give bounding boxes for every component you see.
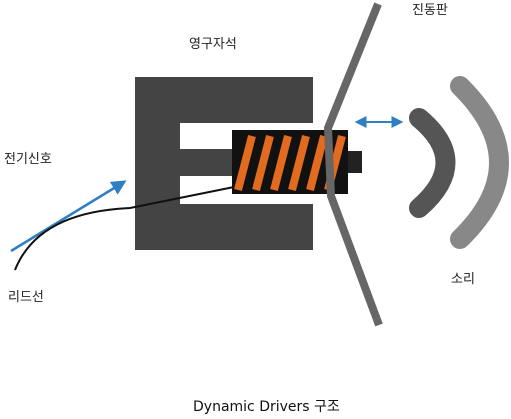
- sound-label: 소리: [451, 272, 475, 287]
- permanent-magnet-label: 영구자석: [189, 37, 237, 52]
- signal-arrow: [10, 180, 127, 253]
- diaphragm: [324, 2, 383, 327]
- diagram-caption: Dynamic Drivers 구조: [193, 399, 340, 415]
- sound-wave-outer: [450, 76, 509, 249]
- electric-signal-label: 전기신호: [4, 152, 52, 167]
- sound-wave-inner: [409, 108, 456, 218]
- lead-wire: [14, 186, 235, 271]
- permanent-magnet: [135, 77, 313, 250]
- lead-wire-label: 리드선: [8, 290, 44, 305]
- diaphragm-label: 진동판: [412, 3, 448, 18]
